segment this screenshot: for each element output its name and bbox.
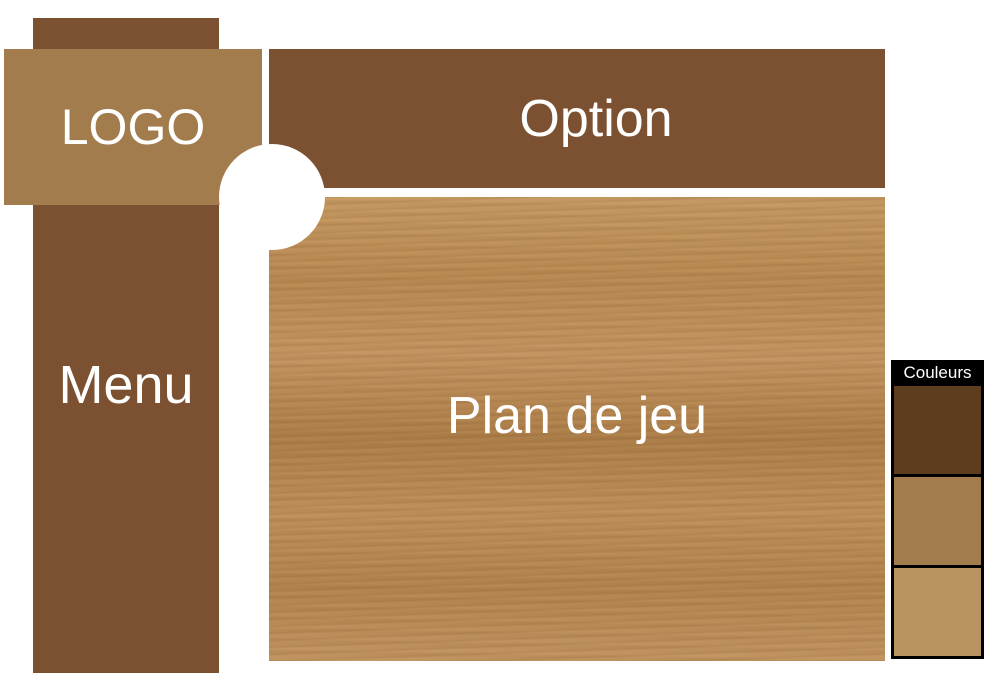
menu-label: Menu [58, 355, 194, 415]
corner-cutout [219, 144, 325, 250]
logo-label: LOGO [60, 99, 206, 155]
game-board[interactable]: Plan de jeu [269, 197, 885, 661]
option-label: Option [519, 89, 673, 148]
color-swatch-dark[interactable] [894, 386, 981, 474]
option-bar[interactable]: Option [269, 49, 885, 188]
game-board-label: Plan de jeu [446, 387, 708, 445]
color-palette: Couleurs [891, 360, 984, 659]
color-swatch-medium[interactable] [894, 477, 981, 565]
logo-box[interactable]: LOGO [4, 49, 262, 205]
palette-title: Couleurs [903, 363, 972, 382]
color-swatch-light[interactable] [894, 568, 981, 656]
